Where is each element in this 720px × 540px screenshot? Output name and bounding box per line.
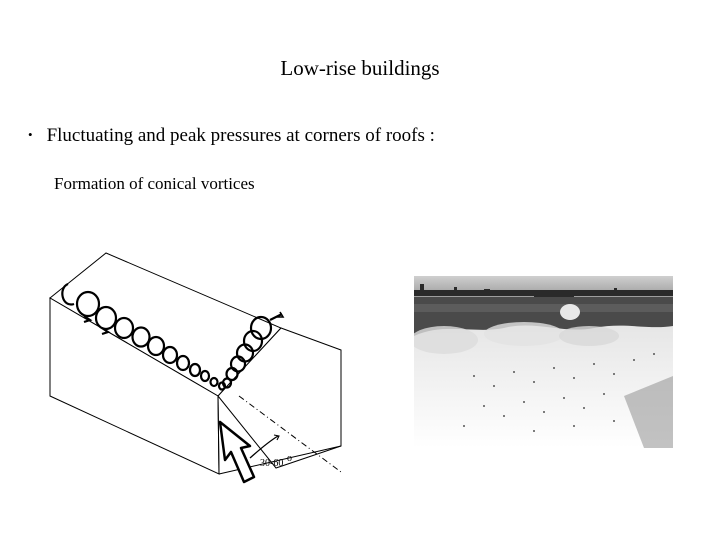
roof-vortex-photo xyxy=(414,276,673,448)
wind-arrow-icon xyxy=(218,420,256,484)
bullet-item: • Fluctuating and peak pressures at corn… xyxy=(28,125,435,147)
angle-label: 30-60 xyxy=(260,458,283,469)
slide-title: Low-rise buildings xyxy=(280,56,440,80)
bullet-dot-icon: • xyxy=(28,127,33,142)
subtitle: Formation of conical vortices xyxy=(54,174,255,193)
conical-vortex-diagram: 30-60 o xyxy=(49,252,342,484)
roof-right-face xyxy=(217,327,342,469)
angle-degree: o xyxy=(287,453,292,464)
angle-arc xyxy=(249,435,279,459)
vortex-left-edge xyxy=(61,282,227,391)
bullet-text: Fluctuating and peak pressures at corner… xyxy=(46,125,435,146)
vortex-right-edge xyxy=(221,311,285,389)
wind-axis-line xyxy=(238,395,342,473)
